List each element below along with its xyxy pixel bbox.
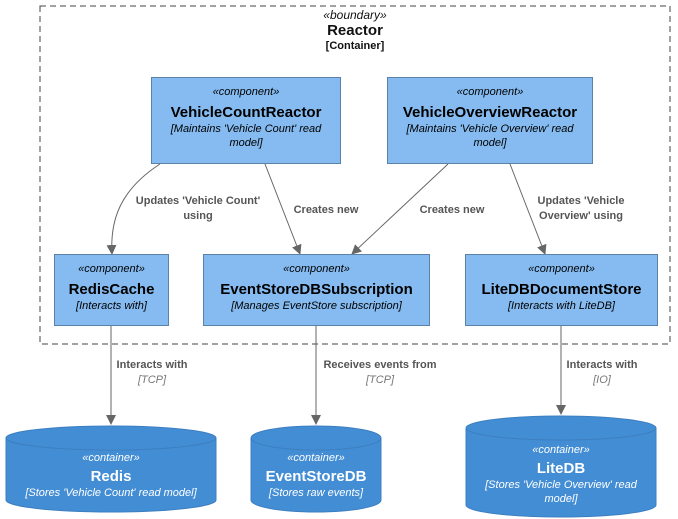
container-redis[interactable]: «container» Redis [Stores 'Vehicle Count… bbox=[6, 452, 216, 500]
component-vehicle-count-reactor[interactable]: «component» VehicleCountReactor [Maintai… bbox=[151, 77, 341, 164]
component-description: [Manages EventStore subscription] bbox=[231, 300, 402, 312]
relation-text: Interacts with bbox=[566, 359, 638, 371]
container-name: Redis bbox=[90, 468, 132, 485]
litedb-database-shape bbox=[465, 415, 657, 518]
component-eventstore-subscription[interactable]: «component» EventStoreDBSubscription [Ma… bbox=[203, 254, 430, 326]
relation-tech: [IO] bbox=[593, 374, 611, 386]
component-name: VehicleOverviewReactor bbox=[402, 104, 578, 121]
container-stereotype: «container» bbox=[532, 444, 590, 456]
relation-label-redis-interacts: Interacts with [TCP] bbox=[106, 358, 198, 388]
relation-count-creates bbox=[264, 163, 302, 255]
component-name: LiteDBDocumentStore bbox=[481, 281, 642, 298]
component-description: [Maintains 'Vehicle Count' read model] bbox=[170, 123, 322, 149]
component-name: VehicleCountReactor bbox=[170, 104, 322, 121]
relation-label-overview-creates: Creates new bbox=[410, 203, 494, 218]
relation-tech: [TCP] bbox=[365, 374, 395, 386]
container-name: LiteDB bbox=[536, 460, 586, 477]
relation-label-events-receives: Receives events from [TCP] bbox=[314, 358, 446, 388]
container-litedb[interactable]: «container» LiteDB [Stores 'Vehicle Over… bbox=[466, 444, 656, 506]
container-stereotype: «container» bbox=[82, 452, 140, 464]
relation-overview-updates bbox=[509, 163, 547, 255]
component-stereotype: «component» bbox=[283, 263, 350, 275]
container-description: [Stores 'Vehicle Count' read model] bbox=[25, 487, 197, 499]
component-description: [Interacts with LiteDB] bbox=[508, 300, 615, 312]
container-description: [Stores raw events] bbox=[268, 487, 364, 499]
boundary-name: Reactor bbox=[327, 22, 383, 39]
boundary-stereotype: «boundary» bbox=[323, 8, 387, 22]
relation-text: Updates 'Vehicle Count' using bbox=[135, 195, 261, 222]
component-stereotype: «component» bbox=[528, 263, 595, 275]
redis-database-shape bbox=[5, 425, 217, 513]
component-stereotype: «component» bbox=[212, 86, 280, 98]
relation-overview-creates bbox=[351, 163, 449, 255]
container-name: EventStoreDB bbox=[265, 468, 367, 485]
relation-text: Creates new bbox=[419, 204, 485, 216]
boundary-header: «boundary» Reactor [Container] bbox=[40, 8, 670, 52]
container-eventstoredb[interactable]: «container» EventStoreDB [Stores raw eve… bbox=[251, 452, 381, 500]
relation-label-count-creates: Creates new bbox=[284, 203, 368, 218]
component-description: [Interacts with] bbox=[76, 300, 147, 312]
relation-text: Creates new bbox=[293, 204, 359, 216]
container-stereotype: «container» bbox=[287, 452, 345, 464]
relation-tech: [TCP] bbox=[137, 374, 167, 386]
relation-text: Receives events from bbox=[323, 359, 437, 371]
component-vehicle-overview-reactor[interactable]: «component» VehicleOverviewReactor [Main… bbox=[387, 77, 593, 164]
component-description: [Maintains 'Vehicle Overview' read model… bbox=[406, 123, 574, 149]
reactor-boundary bbox=[39, 5, 671, 345]
eventstoredb-database-shape bbox=[250, 425, 382, 513]
component-name: EventStoreDBSubscription bbox=[220, 281, 413, 298]
component-name: RedisCache bbox=[68, 281, 155, 298]
relation-count-updates bbox=[106, 163, 161, 255]
relation-label-overview-updates: Updates 'Vehicle Overview' using bbox=[527, 194, 635, 224]
container-description: [Stores 'Vehicle Overview' read model] bbox=[485, 479, 637, 505]
relation-label-count-updates: Updates 'Vehicle Count' using bbox=[126, 194, 270, 224]
relation-text: Updates 'Vehicle Overview' using bbox=[537, 195, 625, 222]
relation-label-litedb-interacts: Interacts with [IO] bbox=[556, 358, 648, 388]
component-litedb-document-store[interactable]: «component» LiteDBDocumentStore [Interac… bbox=[465, 254, 658, 326]
component-stereotype: «component» bbox=[78, 263, 145, 275]
relation-text: Interacts with bbox=[116, 359, 188, 371]
component-redis-cache[interactable]: «component» RedisCache [Interacts with] bbox=[54, 254, 169, 326]
component-stereotype: «component» bbox=[456, 86, 524, 98]
boundary-tech: [Container] bbox=[325, 40, 385, 52]
